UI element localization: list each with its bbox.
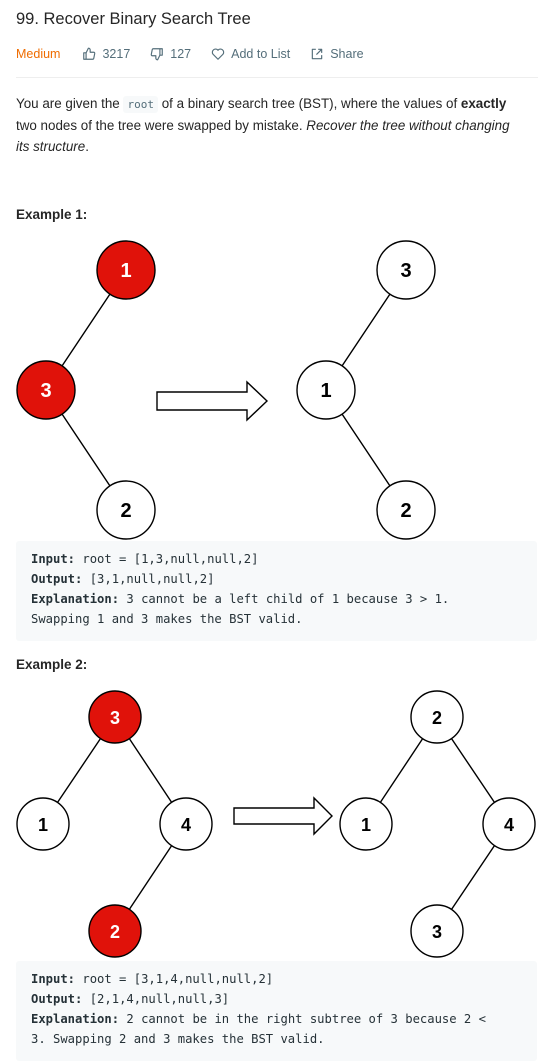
example-1-figure: 1 3 2 3 1 2: [16, 240, 436, 540]
svg-text:1: 1: [361, 815, 371, 835]
tree-node-swapped: 2: [88, 904, 142, 958]
thumbs-up-icon: [83, 47, 96, 60]
add-to-list-label: Add to List: [231, 47, 291, 61]
tree-node: 3: [410, 904, 464, 958]
description-text: .: [85, 139, 89, 154]
add-to-list-button[interactable]: Add to List: [211, 47, 290, 61]
tree-node: 2: [410, 690, 464, 744]
right-arrow-icon: [233, 796, 333, 836]
share-button[interactable]: Share: [310, 47, 364, 61]
svg-text:4: 4: [181, 815, 191, 835]
explanation-label: Explanation:: [31, 1012, 120, 1026]
svg-text:4: 4: [504, 815, 514, 835]
explanation-text: 2 cannot be in the right subtree of 3 be…: [126, 1012, 486, 1026]
tree-node: 3: [376, 240, 436, 300]
tree-node: 1: [296, 360, 356, 420]
svg-text:2: 2: [120, 500, 131, 522]
example-2-title: Example 2:: [16, 657, 88, 672]
example-1-code-block: Input: root = [1,3,null,null,2] Output: …: [16, 541, 537, 641]
inline-code-root: root: [123, 96, 158, 113]
tree-node-swapped: 3: [16, 360, 76, 420]
tree-node: 2: [96, 480, 156, 540]
tree-node: 4: [159, 797, 213, 851]
problem-description: You are given the root of a binary searc…: [16, 93, 516, 157]
svg-text:3: 3: [40, 380, 51, 402]
tree-node-swapped: 1: [96, 240, 156, 300]
tree-node: 1: [16, 797, 70, 851]
input-value: root = [3,1,4,null,null,2]: [82, 972, 274, 986]
share-icon: [311, 48, 323, 60]
explanation-text: Swapping 1 and 3 makes the BST valid.: [31, 612, 303, 626]
share-label: Share: [330, 47, 364, 61]
description-bold: exactly: [460, 96, 507, 111]
output-label: Output:: [31, 572, 83, 586]
svg-text:2: 2: [400, 500, 411, 522]
thumbs-down-icon: [150, 48, 164, 61]
tree-node-swapped: 3: [88, 690, 142, 744]
difficulty-badge: Medium: [16, 47, 61, 61]
explanation-text: 3. Swapping 2 and 3 makes the BST valid.: [31, 1032, 325, 1046]
svg-text:1: 1: [320, 380, 331, 402]
explanation-label: Explanation:: [31, 592, 120, 606]
svg-text:1: 1: [38, 815, 48, 835]
svg-text:1: 1: [120, 260, 131, 282]
tree-node: 2: [376, 480, 436, 540]
output-label: Output:: [31, 992, 83, 1006]
example-2-figure: 3 1 4 2 2 1 4 3: [16, 690, 536, 958]
svg-text:3: 3: [400, 260, 411, 282]
tree-node: 1: [339, 797, 393, 851]
heart-icon: [211, 48, 225, 60]
explanation-text: 3 cannot be a left child of 1 because 3 …: [126, 592, 450, 606]
output-value: [2,1,4,null,null,3]: [89, 992, 230, 1006]
svg-text:2: 2: [110, 922, 120, 942]
like-count: 3217: [102, 47, 131, 61]
description-text: two nodes of the tree were swapped by mi…: [16, 118, 307, 133]
dislike-count: 127: [170, 47, 192, 61]
svg-text:3: 3: [110, 708, 120, 728]
right-arrow-icon: [156, 380, 269, 422]
input-value: root = [1,3,null,null,2]: [82, 552, 259, 566]
description-text: You are given the: [16, 96, 124, 111]
dislike-button[interactable]: 127: [150, 47, 191, 61]
output-value: [3,1,null,null,2]: [89, 572, 215, 586]
description-italic: Recover the tree without changing its st…: [16, 118, 510, 154]
example-2-code-block: Input: root = [3,1,4,null,null,2] Output…: [16, 961, 537, 1061]
svg-text:2: 2: [432, 708, 442, 728]
example-1-title: Example 1:: [16, 207, 88, 222]
tree-node: 4: [482, 797, 536, 851]
problem-meta-bar: Medium 3217 127 Add to List Share: [16, 44, 384, 64]
description-text: of a binary search tree (BST), where the…: [157, 96, 461, 111]
like-button[interactable]: 3217: [82, 47, 130, 61]
input-label: Input:: [31, 552, 76, 566]
svg-text:3: 3: [432, 922, 442, 942]
problem-title: 99. Recover Binary Search Tree: [16, 10, 251, 28]
input-label: Input:: [31, 972, 76, 986]
header-divider: [16, 77, 538, 78]
